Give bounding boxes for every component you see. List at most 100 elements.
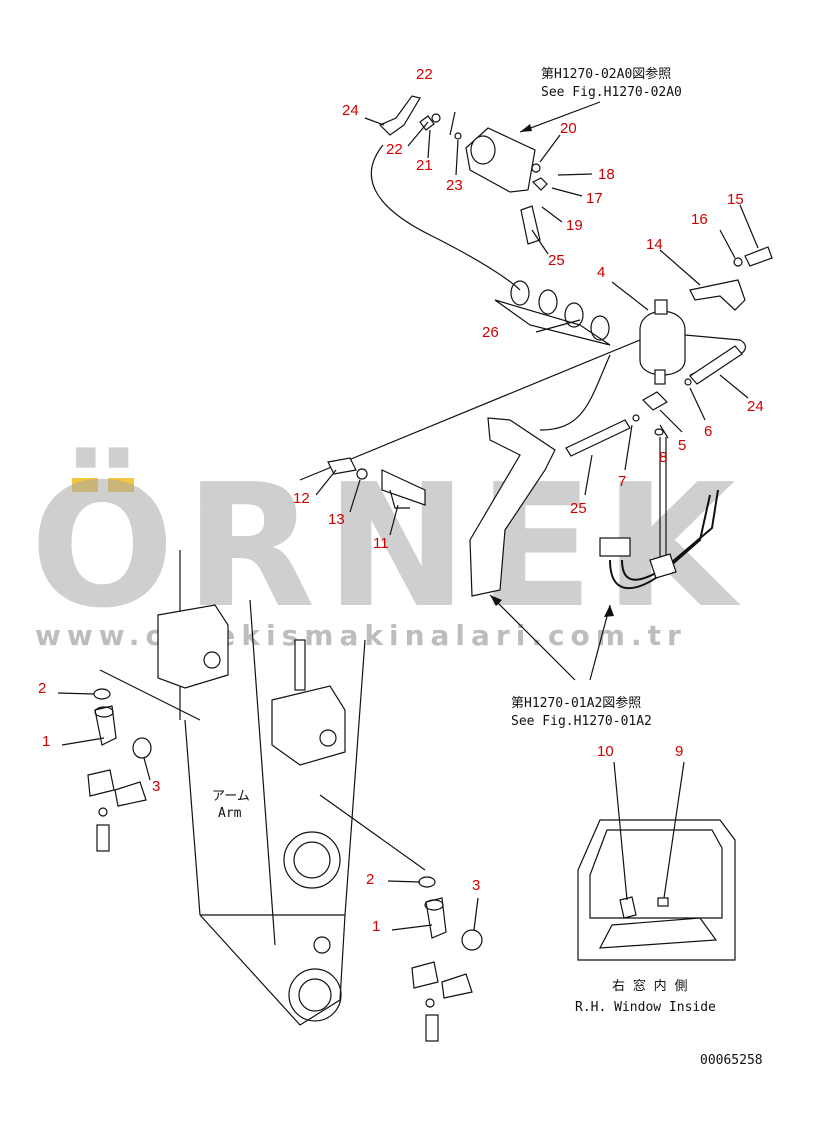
arm-block-right xyxy=(271,685,346,766)
callout-20: 20 xyxy=(560,120,577,137)
callout-3-left: 3 xyxy=(152,778,160,795)
window-glass xyxy=(589,829,723,919)
long-hose-line xyxy=(299,339,641,481)
washer-left xyxy=(98,807,108,817)
bracket-11-tab xyxy=(389,489,410,509)
arm-block-left xyxy=(157,604,229,689)
leader-22-top xyxy=(449,111,456,136)
oring-22 xyxy=(431,113,441,123)
clamp-half-left-a xyxy=(87,769,115,797)
drawing-number: 00065258 xyxy=(700,1053,763,1068)
leader-19 xyxy=(541,206,563,223)
callout-22-mid: 22 xyxy=(386,141,403,158)
solenoid-cap xyxy=(470,135,496,165)
window-label-en: R.H. Window Inside xyxy=(575,1000,716,1015)
coil-ring-3 xyxy=(564,302,584,328)
arm-edge-d xyxy=(344,639,366,916)
connector-bracket-24 xyxy=(378,95,421,136)
callout-2-left: 2 xyxy=(38,680,46,697)
leader-ref-mid-right xyxy=(589,604,611,681)
hose-line xyxy=(370,144,521,291)
leader-2a xyxy=(57,692,95,695)
accumulator-4 xyxy=(639,310,686,376)
leader-22b xyxy=(407,121,429,147)
callout-10: 10 xyxy=(597,743,614,760)
callout-13: 13 xyxy=(328,511,345,528)
bolt-right xyxy=(425,1014,439,1042)
leader-9 xyxy=(663,761,685,899)
leader-1b xyxy=(391,924,433,931)
window-part-10 xyxy=(619,896,637,919)
leader-25b xyxy=(584,454,593,496)
washer-right xyxy=(425,998,435,1008)
ref-mid-jp: 第H1270-01A2図参照 xyxy=(511,695,641,711)
bracket-assembly xyxy=(327,417,719,681)
callout-14: 14 xyxy=(646,236,663,253)
bolt-25-top xyxy=(520,205,541,245)
leader-12 xyxy=(315,469,337,496)
bolt-15 xyxy=(744,246,773,267)
hose-24-right xyxy=(689,345,743,385)
watermark-url: www.orneki̇smaki̇nalari.com.tr xyxy=(35,619,687,652)
coil-sheet-26 xyxy=(494,299,611,346)
callout-6: 6 xyxy=(704,423,712,440)
upper-sensor-assembly xyxy=(370,95,611,346)
window-inset: 右 窓 内 側 R.H. Window Inside xyxy=(575,761,736,1015)
leader-24b xyxy=(719,374,749,399)
callout-15: 15 xyxy=(727,191,744,208)
arm-tip xyxy=(199,914,346,1026)
arm-label-jp: アーム xyxy=(212,789,250,804)
callouts: 22 24 22 21 23 20 18 17 19 25 26 4 14 16… xyxy=(38,66,764,935)
leader-ref-top xyxy=(519,101,601,133)
callout-16: 16 xyxy=(691,211,708,228)
leader-16 xyxy=(719,229,736,259)
callout-23: 23 xyxy=(446,177,463,194)
arm-edge-b xyxy=(249,599,276,946)
ref-top-jp: 第H1270-02A0図参照 xyxy=(541,66,671,82)
fitting-group-left xyxy=(87,688,152,852)
callout-17: 17 xyxy=(586,190,603,207)
cap-3-left xyxy=(132,737,152,759)
leader-26 xyxy=(535,319,581,333)
washer-13 xyxy=(356,468,368,480)
callout-leaders xyxy=(57,117,759,931)
bolt-left xyxy=(96,824,110,852)
leader-8 xyxy=(659,424,669,439)
leader-1a xyxy=(61,737,105,746)
oring-23 xyxy=(454,132,462,140)
window-sill xyxy=(598,917,718,949)
arm-edge-c xyxy=(184,719,201,916)
leader-4 xyxy=(611,281,649,311)
leader-5 xyxy=(659,409,683,433)
callout-24-right: 24 xyxy=(747,398,764,415)
oring-20 xyxy=(531,163,541,173)
ref-top-en: See Fig.H1270-02A0 xyxy=(541,85,682,100)
arm-pin-inner xyxy=(298,978,332,1012)
leader-right-block xyxy=(319,794,426,871)
leader-2b xyxy=(387,880,421,883)
elbow-1-right-flange xyxy=(424,899,444,911)
callout-1-right: 1 xyxy=(372,918,380,935)
clamp-half-right-a xyxy=(411,961,439,989)
leader-left-block xyxy=(99,669,201,721)
clamp-half-right-b xyxy=(441,973,473,999)
callout-25-mid: 25 xyxy=(570,500,587,517)
callout-21: 21 xyxy=(416,157,433,174)
arrow-ref-mid-right xyxy=(604,605,614,617)
leader-17 xyxy=(551,187,583,197)
callout-18: 18 xyxy=(598,166,615,183)
callout-2-right: 2 xyxy=(366,871,374,888)
arrow-ref-mid-left xyxy=(490,595,502,606)
bolt-25-mid xyxy=(565,419,631,457)
oring-8 xyxy=(654,428,664,436)
watermark-dot-left xyxy=(72,478,98,492)
leader-13 xyxy=(349,479,361,513)
callout-26: 26 xyxy=(482,324,499,341)
callout-7: 7 xyxy=(618,473,626,490)
arm-boss-upper xyxy=(283,831,341,889)
leader-23 xyxy=(455,139,459,176)
callout-19: 19 xyxy=(566,217,583,234)
fitting-group-right xyxy=(411,876,483,1042)
arm-pipe-stub xyxy=(294,639,306,691)
